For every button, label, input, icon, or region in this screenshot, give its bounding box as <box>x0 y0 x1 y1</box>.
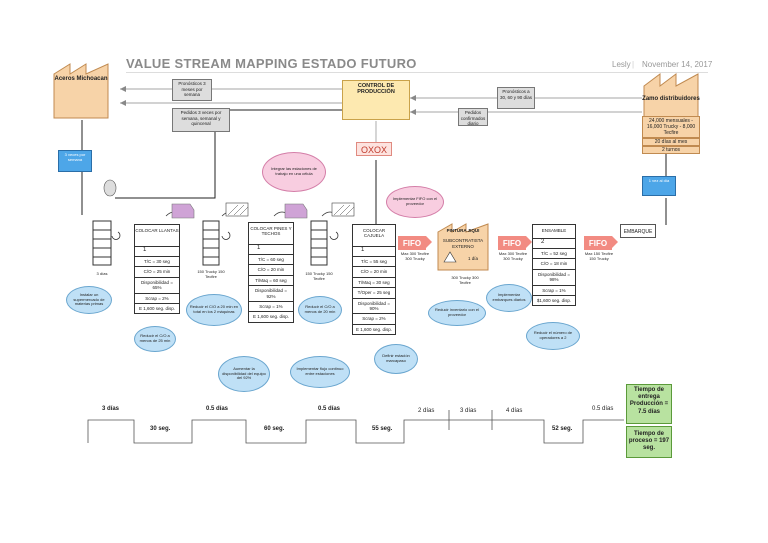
inventory-label: 3 días <box>96 271 108 276</box>
process-name: COLOCAR PINES Y TECHOS <box>249 223 293 245</box>
metric: Scrap = 2% <box>135 294 179 304</box>
subcontractor-factory-icon <box>437 223 489 271</box>
paint-stock: 300 Trucky 300 Tecfire <box>451 275 479 285</box>
kaizen-cloud: Definir estación marcapaso <box>374 344 418 374</box>
fifo-lane: FIFO <box>398 236 426 250</box>
timeline-wait: 0.5 días <box>318 406 341 412</box>
fifo-max: Max 150 Tecfire 150 Trucky <box>584 251 614 261</box>
metric: $1,600 seg. disp. <box>536 297 572 303</box>
metric: Scrap = 2% <box>353 314 395 325</box>
forecast-supplier-box: Pronósticos 3 meses por semana <box>172 79 212 101</box>
metric: T/C = 55 seg <box>353 257 395 268</box>
metric: C/O = 18 min <box>533 259 575 270</box>
timeline-wait: 0.5 días <box>592 406 614 412</box>
process-name: ENSAMBLE <box>533 225 575 239</box>
customer-truck-icon: 1 vez al día <box>642 176 676 196</box>
kaizen-cloud-pink: Integrar las estaciones de trabajo en un… <box>262 152 326 192</box>
kaizen-cloud: Reducir inventario con el proveedor <box>428 300 486 326</box>
kanban-signal: OXOX <box>356 142 392 156</box>
customer-days: 20 días al mes <box>642 138 700 146</box>
fifo-max: Max 300 Tecfire 300 Trucky <box>400 251 430 261</box>
shipping-box: EMBARQUE <box>620 224 656 238</box>
process-time-box: Tiempo de proceso = 197 seg. <box>626 426 672 458</box>
process-cajuela: COLOCAR CAJUELA 1 T/C = 55 seg C/O = 20 … <box>352 224 396 336</box>
lead-time-box: Tiempo de entrega Producción = 7.5 días <box>626 384 672 424</box>
timeline-process: 30 seg. <box>150 426 171 432</box>
kaizen-cloud: Implementar embarques diarios <box>486 284 532 312</box>
orders-customer-box: Pedidos confirmados diario <box>458 108 488 126</box>
kaizen-cloud: Reducir el C/O a menos de 20 min <box>298 296 342 324</box>
inventory-label: 150 Trucky 150 Tecfire <box>305 271 333 281</box>
paint-title: PINTURA JIQUI <box>446 228 480 233</box>
operator-count: 2 <box>533 239 575 249</box>
timeline-process: 55 seg. <box>372 426 393 432</box>
process-ensamble: ENSAMBLE 2 T/C = 52 seg C/O = 18 min Dis… <box>532 224 576 307</box>
inventory-label: 150 Trucky 150 Tecfire <box>197 269 225 279</box>
metric: E 1,600 seg. disp. <box>252 314 290 320</box>
fifo-lane: FIFO <box>584 236 612 250</box>
metric: T/Maq = 30 seg <box>353 278 395 289</box>
metric: T/Oper = 25 seg <box>353 288 395 299</box>
supplier-truck-icon: 3 veces por semana <box>58 150 92 172</box>
operator-count: 1 <box>353 247 395 257</box>
metric: Disponibilidad = 65% <box>135 278 179 294</box>
process-pines-techos: COLOCAR PINES Y TECHOS 1 T/C = 60 seg C/… <box>248 222 294 323</box>
customer-shifts: 2 turnos <box>642 146 700 154</box>
operator-count: 1 <box>249 245 293 255</box>
kaizen-cloud-pink: Implementar FIFO con el proveedor <box>386 186 444 218</box>
divider: | <box>632 60 635 69</box>
operator-count: 1 <box>135 247 179 257</box>
metric: C/O = 25 min <box>135 267 179 278</box>
timeline-process: 52 seg. <box>552 426 573 432</box>
author: Lesly <box>612 60 631 69</box>
timeline-wait: 3 días <box>102 406 120 412</box>
timeline-wait: 4 días <box>506 408 523 414</box>
orders-supplier-box: Pedidos 3 veces por semana, semanal y qu… <box>172 108 230 132</box>
kaizen-cloud: Reducir el número de operadores a 2 <box>526 322 580 350</box>
customer-name: Zamo distribuidores <box>642 96 700 102</box>
metric: E 1,600 seg. disp. <box>138 305 176 311</box>
timeline-process: 60 seg. <box>264 426 285 432</box>
metric: Disponibilidad = 98% <box>533 270 575 286</box>
header-separator <box>126 72 708 73</box>
kaizen-cloud: Reducir el C/O a 20 min en total en los … <box>186 294 242 326</box>
metric: T/C = 30 seg <box>135 257 179 268</box>
metric: Disponibilidad = 92% <box>249 286 293 302</box>
metric: Scrap = 1% <box>249 302 293 313</box>
metric: C/O = 20 min <box>249 265 293 276</box>
production-control: CONTROL DE PRODUCCIÓN <box>342 80 410 120</box>
kaizen-cloud: Aumentar la disponibilidad del equipo de… <box>218 356 270 392</box>
metric: Scrap = 1% <box>533 286 575 296</box>
metric: T/C = 52 seg <box>533 249 575 260</box>
date: November 14, 2017 <box>642 60 713 69</box>
supplier-name: Aceros Michoacan <box>54 76 108 82</box>
metric: E 1,600 seg. disp. <box>355 326 393 332</box>
supplier-factory-icon <box>53 63 109 119</box>
paint-time: 1 día <box>467 256 478 261</box>
supermarket-icon <box>202 220 220 266</box>
kaizen-cloud: Instalar un supermercado de materias pri… <box>66 286 112 314</box>
process-name: COLOCAR CAJUELA <box>353 225 395 247</box>
metric: C/O = 20 min <box>353 267 395 278</box>
process-name: COLOCAR LLANTAS <box>135 225 179 247</box>
fifo-max: Max 300 Tecfire 300 Trucky <box>498 251 528 261</box>
timeline-wait: 3 días <box>460 408 477 414</box>
kaizen-cloud: Implementar flujo continuo entre estacio… <box>290 356 350 388</box>
customer-factory-icon <box>643 73 699 118</box>
process-llantas: COLOCAR LLANTAS 1 T/C = 30 seg C/O = 25 … <box>134 224 180 315</box>
supermarket-icon <box>310 220 328 266</box>
forecast-customer-box: Pronósticos a 30, 60 y 90 días <box>497 87 535 109</box>
kaizen-cloud: Reducir el C/O a menos de 25 min <box>134 326 176 352</box>
paint-subtitle: SUBCONTRATISTA EXTERNO <box>442 238 484 249</box>
fifo-lane: FIFO <box>498 236 526 250</box>
page-title: VALUE STREAM MAPPING ESTADO FUTURO <box>126 56 417 71</box>
inventory-icon <box>92 220 112 266</box>
metric: T/Maq = 60 seg <box>249 276 293 287</box>
metric: T/C = 60 seg <box>249 255 293 266</box>
timeline-wait: 2 días <box>418 408 435 414</box>
metric: Disponibilidad = 90% <box>353 299 395 315</box>
timeline-wait: 0.5 días <box>206 406 229 412</box>
customer-demand: 24,000 mensuales - 16,000 Trucky - 8,000… <box>642 116 700 138</box>
